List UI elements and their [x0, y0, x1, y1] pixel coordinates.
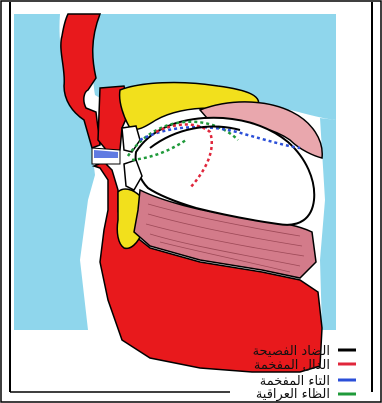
legend-label: الضاد الفصيحة [253, 344, 330, 359]
legend-label: الظاء العراقية [256, 387, 330, 402]
legend-label: الدال المفخمة [254, 358, 330, 373]
